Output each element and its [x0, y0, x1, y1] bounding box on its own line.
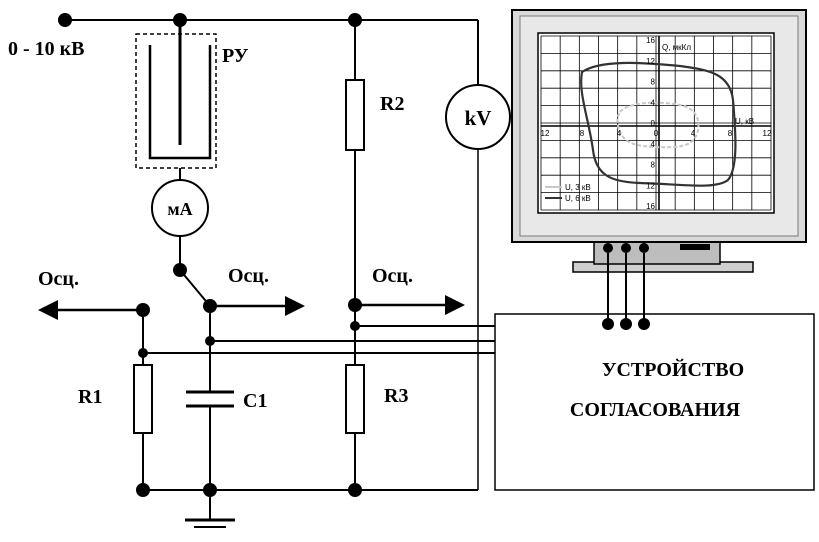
monitor-cables [602, 253, 650, 330]
osc-output-right [355, 295, 465, 315]
monitor-plot: 16 12 8 4 0 4 8 12 16 12 8 4 0 4 8 12 Q, мкКл U, кВ U,… [540, 35, 772, 211]
y-tick-label: 12 [646, 57, 655, 66]
plot-grid [540, 35, 772, 211]
curve-6kv [580, 61, 737, 187]
y-tick-label: 16 [646, 202, 655, 211]
osc-label-left: Осц. [38, 268, 79, 290]
plot-curves [580, 61, 737, 187]
c1-label: C1 [243, 390, 267, 412]
supply-voltage-label: 0 - 10 кВ [8, 38, 85, 60]
x-tick-label: 4 [617, 129, 622, 138]
y-tick-label: 8 [651, 161, 656, 170]
x-tick-label: 12 [541, 129, 550, 138]
x-tick-label: 8 [580, 129, 585, 138]
signal-lines [143, 320, 516, 362]
matching-device-line2: СОГЛАСОВАНИЯ [570, 399, 741, 421]
x-tick-label: 0 [654, 129, 659, 138]
osc-label-middle: Осц. [228, 265, 269, 287]
milliammeter: мА [151, 179, 209, 237]
supply-node [58, 13, 72, 27]
y-tick-label: 8 [651, 78, 656, 87]
ru-cell [135, 20, 217, 169]
plot-legend: U, 3 кВ U, 6 кВ [545, 183, 591, 203]
y-tick-label: 12 [646, 181, 655, 190]
y-tick-label: 4 [651, 98, 656, 107]
r3-label: R3 [384, 385, 408, 407]
kv-label: kV [465, 106, 492, 130]
ma-label: мА [167, 199, 192, 219]
y-tick-label: 16 [646, 36, 655, 45]
ground-icon [185, 518, 235, 528]
ru-label: РУ [222, 45, 249, 67]
r2-resistor [345, 79, 365, 151]
osc-label-right: Осц. [372, 265, 413, 287]
plot-x-ticks: 12 8 4 0 4 8 12 [541, 129, 772, 138]
plot-x-axis-title: U, кВ [735, 117, 754, 126]
r1-resistor [133, 364, 153, 434]
plot-y-axis-title: Q, мкКл [662, 43, 691, 52]
x-tick-label: 8 [728, 129, 733, 138]
c1-capacitor [186, 390, 234, 408]
supply-rail [58, 13, 479, 120]
r1-label: R1 [78, 386, 102, 408]
ground-rail [136, 483, 478, 520]
plot-y-ticks: 16 12 8 4 0 4 8 12 16 [646, 36, 655, 211]
osc-output-middle [210, 296, 305, 316]
x-tick-label: 4 [691, 129, 696, 138]
matching-device-box [494, 313, 815, 491]
y-tick-label: 4 [651, 140, 656, 149]
osc-output-left [38, 300, 140, 320]
r2-label: R2 [380, 93, 404, 115]
legend-6kv: U, 6 кВ [565, 194, 591, 203]
curve-3kv [616, 101, 700, 149]
kilovoltmeter: kV [445, 84, 511, 150]
y-tick-label: 0 [651, 119, 656, 128]
legend-3kv: U, 3 кВ [565, 183, 591, 192]
x-tick-label: 12 [763, 129, 772, 138]
r3-resistor [345, 364, 365, 434]
matching-device-line1: УСТРОЙСТВО [602, 358, 744, 381]
